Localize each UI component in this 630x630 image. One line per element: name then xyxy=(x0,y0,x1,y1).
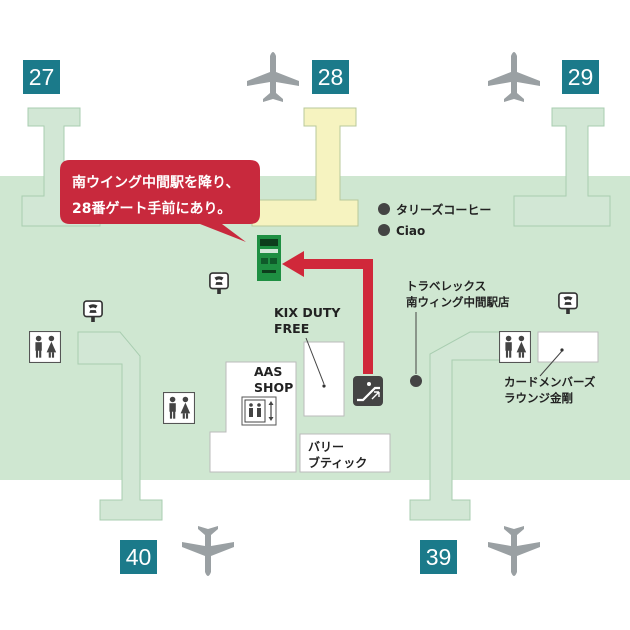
lounge-leader-line xyxy=(539,350,563,377)
ciao-label: Ciao xyxy=(396,224,425,238)
kix-label-1: KIX DUTY xyxy=(274,305,341,320)
bally-boutique-area[interactable] xyxy=(299,433,391,473)
travelex-label-2: 南ウィング中間駅店 xyxy=(406,295,510,309)
kix-leader-line xyxy=(305,337,325,385)
airplane-icon xyxy=(247,52,299,102)
card-members-lounge-area[interactable] xyxy=(537,331,599,363)
callout-bubble: 南ウイング中間駅を降り、 28番ゲート手前にあり。 xyxy=(60,160,260,242)
restroom-icon[interactable] xyxy=(163,392,195,424)
callout-line-1: 南ウイング中間駅を降り、 xyxy=(72,174,239,191)
aas-label-2: SHOP xyxy=(254,380,293,395)
callout-line-2: 28番ゲート手前にあり。 xyxy=(72,200,231,217)
aas-label-1: AAS xyxy=(254,364,282,379)
kix-duty-free-area[interactable] xyxy=(303,341,345,417)
airplane-icon xyxy=(488,526,540,576)
gate-number: 29 xyxy=(568,64,594,90)
kix-label-2: FREE xyxy=(274,321,309,336)
bally-label-2: ブティック xyxy=(308,455,367,470)
lounge-label-2: ラウンジ金剛 xyxy=(504,391,573,405)
ciao-marker[interactable] xyxy=(378,224,390,236)
tullys-label: タリーズコーヒー xyxy=(396,202,491,217)
gate-39-badge[interactable]: 39 xyxy=(420,540,457,574)
travelex-label-1: トラベレックス xyxy=(406,279,486,293)
gate-28-badge[interactable]: 28 xyxy=(312,60,349,94)
gate-number: 40 xyxy=(126,544,152,570)
gate-number: 27 xyxy=(29,64,55,90)
gate-40-badge[interactable]: 40 xyxy=(120,540,157,574)
concourse-floor xyxy=(0,176,630,480)
route-arrow xyxy=(282,251,373,374)
location-dot xyxy=(322,384,326,388)
restroom-icon[interactable] xyxy=(29,331,61,363)
location-dot xyxy=(560,348,564,352)
gate-27-badge[interactable]: 27 xyxy=(23,60,60,94)
bally-label-1: バリー xyxy=(308,440,344,454)
gate-number: 39 xyxy=(426,544,452,570)
pier-gate-28[interactable] xyxy=(251,107,359,227)
travelex-marker[interactable] xyxy=(410,375,422,387)
airplane-icon xyxy=(488,52,540,102)
gate-29-badge[interactable]: 29 xyxy=(562,60,599,94)
lounge-label-1: カードメンバーズ xyxy=(504,375,596,389)
elevator-icon[interactable] xyxy=(241,396,277,426)
restroom-icon[interactable] xyxy=(499,331,531,363)
airplane-icon xyxy=(182,526,234,576)
escalator-icon[interactable] xyxy=(353,376,383,406)
gate-number: 28 xyxy=(318,64,344,90)
pier-gate-29 xyxy=(513,107,611,227)
tullys-marker[interactable] xyxy=(378,203,390,215)
kiosk-machine-icon[interactable] xyxy=(257,235,281,281)
pier-gate-40 xyxy=(77,331,163,521)
